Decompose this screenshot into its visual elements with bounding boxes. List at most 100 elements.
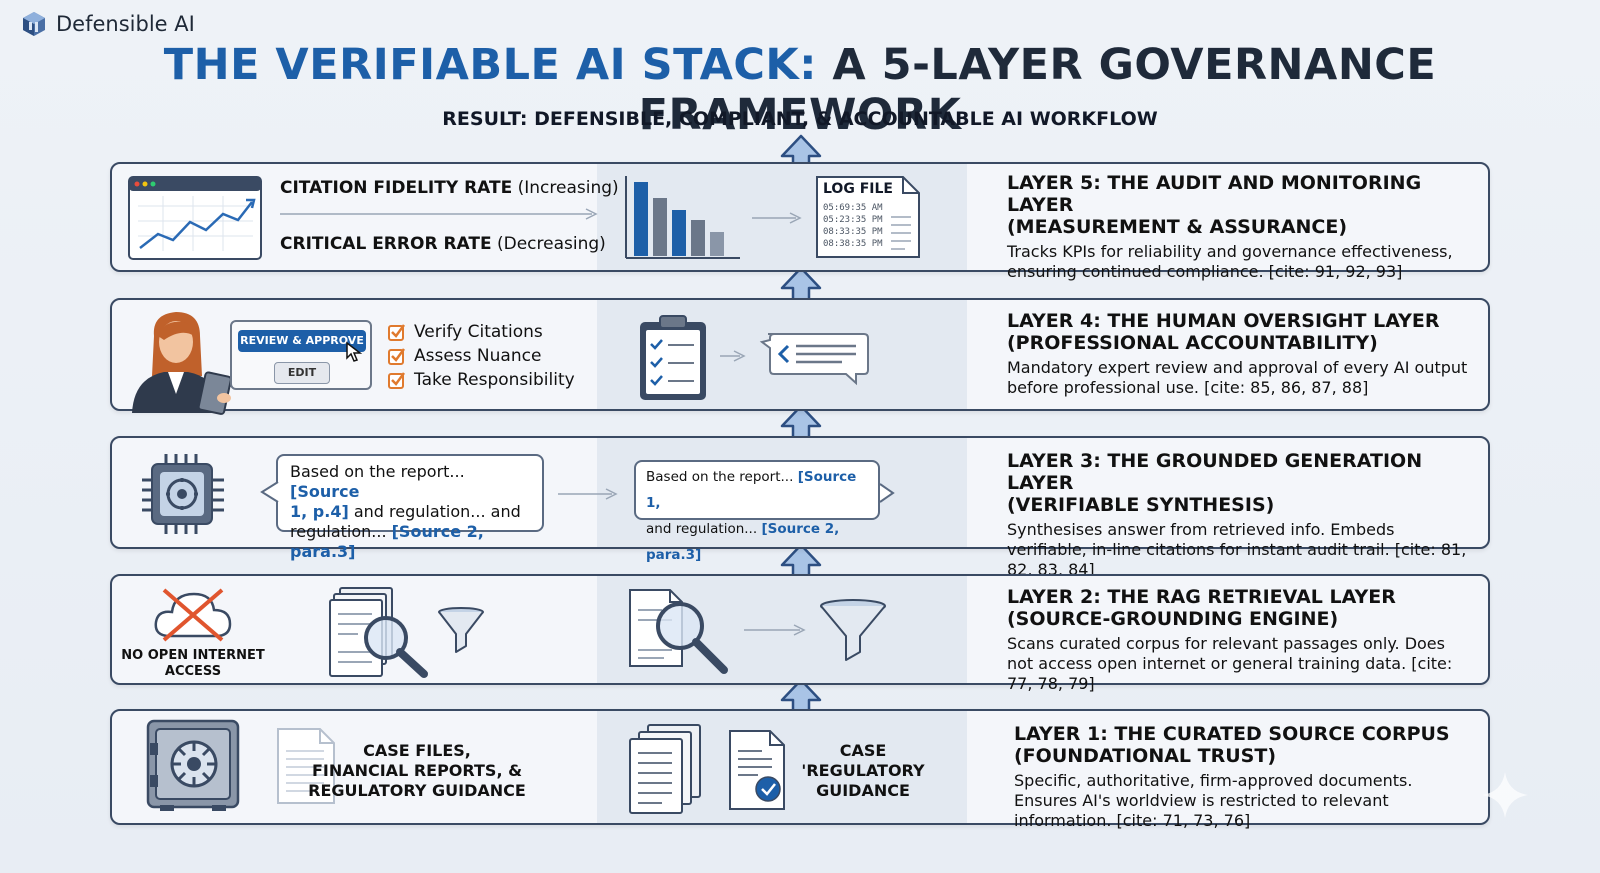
answer-text: Based on the report... [290,462,465,481]
review-card: REVIEW & APPROVE EDIT [230,320,372,390]
page-title: THE VERIFIABLE AI STACK: A 5-LAYER GOVER… [0,40,1600,140]
log-line: 08:38:35 PM [823,239,883,249]
corpus-docs-line: CASE FILES, [363,741,471,760]
checklist-label: Take Responsibility [414,370,575,390]
answer-line-1: Based on the report... [Source 1, [646,464,868,516]
citation-link[interactable]: 1, p.4] [290,502,349,521]
layer-4-text: LAYER 4: THE HUMAN OVERSIGHT LAYER (PROF… [1007,310,1476,398]
layer-4-description: Mandatory expert review and approval of … [1007,358,1468,397]
edit-button[interactable]: EDIT [274,362,330,384]
layer-3-panel: Based on the report... [Source 1, p.4] a… [110,436,1490,579]
verified-document-icon [729,730,785,810]
layer-3-text: LAYER 3: THE GROUNDED GENERATION LAYER (… [1007,450,1476,580]
no-internet-line: NO OPEN INTERNET [121,648,265,663]
result-statement: RESULT: DEFENSIBLE, COMPLIANT, & ACCOUNT… [442,108,1158,130]
layer-1-title: LAYER 1: THE CURATED SOURCE CORPUS [1014,723,1450,745]
layer-1-description: Specific, authoritative, firm-approved d… [1014,771,1413,830]
arrow-right-icon [752,212,802,224]
corpus-docs-line: FINANCIAL REPORTS, & [311,761,523,780]
generated-answer-bubble: Based on the report... [Source 1, p.4] a… [276,454,544,561]
layer-3-subtitle: (VERIFIABLE SYNTHESIS) [1007,494,1275,516]
log-file-title: LOG FILE [823,181,893,197]
kpi-citation-fidelity: CITATION FIDELITY RATE (Increasing) [280,178,619,198]
checkbox-checked-icon [388,348,406,365]
layer-1-text: LAYER 1: THE CURATED SOURCE CORPUS (FOUN… [1014,723,1476,831]
brand-name: Defensible AI [56,12,195,36]
arrow-right-icon [744,624,806,636]
corpus-docs-line: CASE [839,741,887,760]
layer-1-subtitle: (FOUNDATIONAL TRUST) [1014,745,1277,767]
kpi-1-trend: (Increasing) [512,178,619,198]
citation-link[interactable]: [Source 2, para.3] [290,522,484,561]
answer-line-3: regulation... [Source 2, para.3] [290,522,530,562]
bubble-tail-icon [879,483,895,503]
citation-link[interactable]: [Source 2, para.3] [646,521,840,563]
cursor-icon [346,341,363,362]
clipboard-checklist-icon [640,315,706,400]
chat-bubble-icon [759,333,869,386]
log-line: 08:33:35 PM [823,227,883,237]
layer-5-description: Tracks KPIs for reliability and governan… [1007,242,1453,281]
document-search-icon [629,589,728,674]
checkbox-checked-icon [388,372,406,389]
ai-chip-icon [142,454,224,534]
kpi-2-trend: (Decreasing) [491,234,606,254]
answer-text: and regulation... [646,521,762,537]
arrow-right-icon [280,208,598,220]
no-cloud-icon [154,588,232,642]
brand: Defensible AI [20,10,195,38]
answer-line-2: 1, p.4] and regulation... and [290,502,530,522]
checklist-item: Assess Nuance [388,344,575,368]
brand-logo-icon [23,12,45,36]
bar-chart-icon [625,176,740,259]
answer-text: regulation... [290,522,392,541]
corpus-docs-line: REGULATORY GUIDANCE [308,781,526,800]
arrow-right-icon [558,488,618,500]
no-internet-label: NO OPEN INTERNET ACCESS [118,648,268,680]
checkbox-checked-icon [388,324,406,341]
line-chart-icon [128,176,262,260]
checklist-label: Verify Citations [414,322,543,342]
layer-4-subtitle: (PROFESSIONAL ACCOUNTABILITY) [1007,332,1378,354]
document-icon [277,728,335,804]
title-part1: THE VERIFIABLE AI STACK: [163,40,817,90]
layer-2-title: LAYER 2: THE RAG RETRIEVAL LAYER [1007,586,1396,608]
layer-1-panel: CASE FILES, FINANCIAL REPORTS, & REGULAT… [110,709,1490,830]
layer-2-text: LAYER 2: THE RAG RETRIEVAL LAYER (SOURCE… [1007,586,1476,694]
corpus-docs-label-2: CASE 'REGULATORY GUIDANCE [792,741,934,801]
kpi-2-name: CRITICAL ERROR RATE [280,234,492,254]
layer-5-text: LAYER 5: THE AUDIT AND MONITORING LAYER … [1007,172,1476,282]
title-part2: A 5-LAYER GOVERNANCE FRAMEWORK [638,40,1437,140]
log-line: 05:69:35 AM [823,203,883,213]
no-internet-line: ACCESS [164,664,222,679]
layer-5-title: LAYER 5: THE AUDIT AND MONITORING LAYER [1007,172,1422,216]
kpi-1-name: CITATION FIDELITY RATE [280,178,513,198]
corpus-docs-line: 'REGULATORY [801,761,925,780]
citation-link[interactable]: [Source 1, [646,469,857,511]
corpus-docs-label: CASE FILES, FINANCIAL REPORTS, & REGULAT… [308,741,526,801]
layer-2-subtitle: (SOURCE-GROUNDING ENGINE) [1007,608,1339,630]
answer-line-2: and regulation... [Source 2, para.3] [646,516,868,568]
answer-text: Based on the report... [646,469,798,485]
checklist-label: Assess Nuance [414,346,542,366]
corpus-docs-line: GUIDANCE [816,781,910,800]
checklist: Verify Citations Assess Nuance Take Resp… [388,320,575,392]
review-approve-button[interactable]: REVIEW & APPROVE [238,330,366,352]
layer-5-panel: CITATION FIDELITY RATE (Increasing) CRIT… [110,162,1490,281]
layer-3-description: Synthesises answer from retrieved info. … [1007,520,1467,579]
citation-link[interactable]: [Source [290,482,360,501]
kpi-critical-error: CRITICAL ERROR RATE (Decreasing) [280,234,606,254]
layer-3-title: LAYER 3: THE GROUNDED GENERATION LAYER [1007,450,1423,494]
log-line: 05:23:35 PM [823,215,883,225]
layer-4-panel: REVIEW & APPROVE EDIT Verify Citations A… [110,298,1490,415]
document-stack-icon [629,724,701,814]
log-file-icon: LOG FILE 05:69:35 AM 05:23:35 PM 08:33:3… [815,175,921,259]
vault-icon [146,719,240,811]
arrow-right-icon [720,350,746,362]
layer-2-description: Scans curated corpus for relevant passag… [1007,634,1453,693]
answer-line-1: Based on the report... [Source [290,462,530,502]
layer-2-panel: NO OPEN INTERNET ACCESS LAYER 2: THE RAG… [110,574,1490,693]
checklist-item: Take Responsibility [388,368,575,392]
bubble-tail-icon [260,481,279,503]
answer-text: and regulation... and [348,502,521,521]
